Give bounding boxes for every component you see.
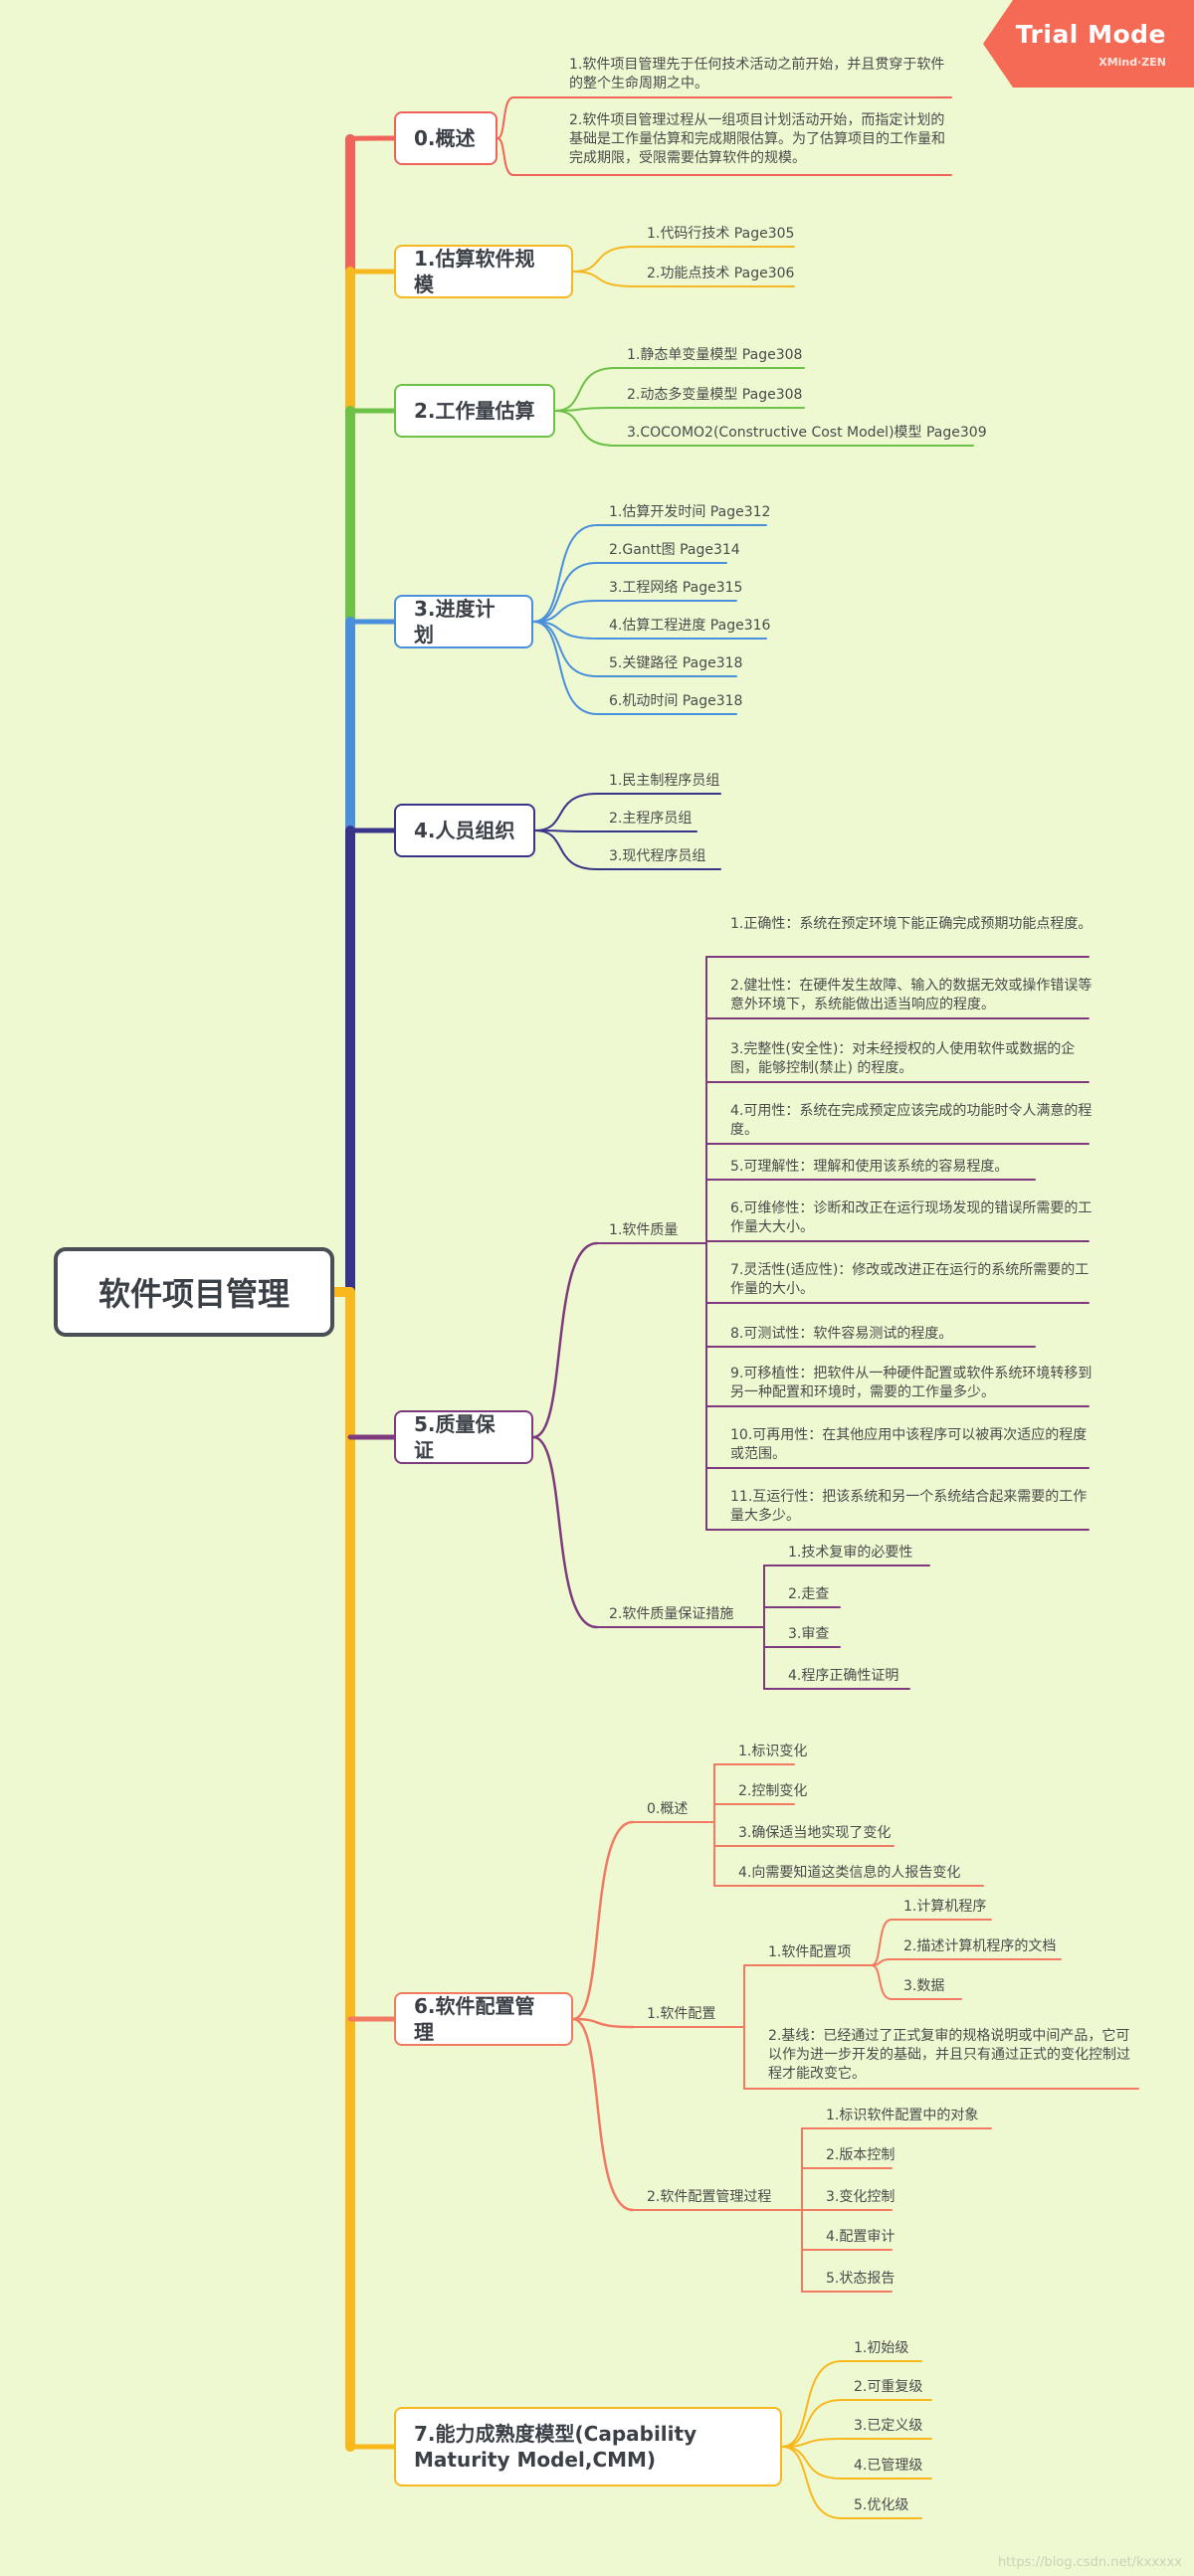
leaf-topic[interactable]: 3.现代程序员组 bbox=[609, 848, 706, 864]
config-overview-item[interactable]: 2.控制变化 bbox=[738, 1783, 808, 1799]
branch-topic-2[interactable]: 2.工作量估算 bbox=[394, 384, 555, 438]
config-process-step[interactable]: 3.变化控制 bbox=[826, 2189, 896, 2205]
connector bbox=[497, 96, 514, 139]
watermark: https://blog.csdn.net/kxxxxx bbox=[997, 2555, 1182, 2570]
quality-attribute[interactable]: 3.完整性(安全性)：对未经授权的人使用软件或数据的企图，能够控制(禁止) 的程… bbox=[730, 1041, 1076, 1076]
subtopic-label[interactable]: 0.概述 bbox=[647, 1801, 689, 1817]
leaf-topic[interactable]: 4.估算工程进度 Page316 bbox=[609, 618, 771, 634]
leaf-topic[interactable]: 1.估算开发时间 Page312 bbox=[609, 504, 771, 520]
config-overview-item[interactable]: 1.标识变化 bbox=[738, 1744, 808, 1759]
connector bbox=[532, 524, 598, 623]
config-process-step[interactable]: 5.状态报告 bbox=[826, 2271, 896, 2287]
connector bbox=[532, 621, 598, 677]
connector bbox=[781, 2438, 843, 2448]
config-item[interactable]: 2.描述计算机程序的文档 bbox=[903, 1938, 1057, 1954]
branch-topic-0[interactable]: 0.概述 bbox=[394, 111, 498, 165]
baseline-note[interactable]: 2.基线：已经通过了正式复审的规格说明或中间产品，它可以作为进一步开发的基础，并… bbox=[768, 2028, 1130, 2082]
root-topic[interactable]: 软件项目管理 bbox=[54, 1247, 334, 1337]
connector bbox=[497, 137, 514, 176]
leaf-topic[interactable]: 5.优化级 bbox=[854, 2497, 909, 2513]
branch-topic-3[interactable]: 3.进度计划 bbox=[394, 595, 533, 648]
connector bbox=[571, 1820, 635, 2021]
connector bbox=[781, 2360, 843, 2448]
config-item-group[interactable]: 1.软件配置项 bbox=[768, 1944, 852, 1960]
connector bbox=[554, 410, 616, 447]
config-process-step[interactable]: 4.配置审计 bbox=[826, 2229, 896, 2245]
leaf-topic[interactable]: 1.静态单变量模型 Page308 bbox=[627, 347, 803, 363]
connector bbox=[531, 1435, 599, 1629]
config-overview-item[interactable]: 3.确保适当地实现了变化 bbox=[738, 1825, 892, 1841]
leaf-topic[interactable]: 2.可重复级 bbox=[854, 2379, 923, 2395]
connector bbox=[571, 2017, 635, 2212]
connector bbox=[532, 621, 598, 715]
trial-mode-title: Trial Mode bbox=[1015, 20, 1166, 49]
qa-measure[interactable]: 3.审查 bbox=[788, 1626, 830, 1642]
connector bbox=[781, 2446, 843, 2480]
connector bbox=[781, 2399, 843, 2448]
quality-attribute[interactable]: 6.可维修性：诊断和改正在运行现场发现的错误所需要的工作量大大小。 bbox=[730, 1200, 1093, 1235]
config-item[interactable]: 3.数据 bbox=[903, 1978, 945, 1994]
leaf-topic[interactable]: 3.COCOMO2(Constructive Cost Model)模型 Pag… bbox=[627, 425, 987, 441]
branch-connector bbox=[347, 135, 397, 142]
leaf-topic[interactable]: 6.机动时间 Page318 bbox=[609, 693, 743, 709]
connector bbox=[781, 2446, 843, 2519]
quality-attribute[interactable]: 5.可理解性：理解和使用该系统的容易程度。 bbox=[730, 1159, 1009, 1175]
branch-topic-6[interactable]: 6.软件配置管理 bbox=[394, 1992, 573, 2046]
quality-attribute[interactable]: 9.可移植性：把软件从一种硬件配置或软件系统环境转移到另一种配置和环境时，需要的… bbox=[730, 1366, 1093, 1400]
connector bbox=[871, 1919, 893, 1966]
connector bbox=[531, 1241, 599, 1439]
connector bbox=[532, 600, 598, 623]
config-overview-item[interactable]: 4.向需要知道这类信息的人报告变化 bbox=[738, 1865, 961, 1881]
connector bbox=[532, 562, 598, 623]
connector bbox=[554, 367, 616, 412]
quality-attribute[interactable]: 1.正确性：系统在预定环境下能正确完成预期功能点程度。 bbox=[730, 916, 1093, 932]
connector bbox=[572, 246, 636, 273]
leaf-topic[interactable]: 2.功能点技术 Page306 bbox=[647, 266, 795, 281]
config-process-step[interactable]: 1.标识软件配置中的对象 bbox=[826, 2108, 979, 2123]
quality-attribute[interactable]: 7.灵活性(适应性)：修改或改进正在运行的系统所需要的工作量的大小。 bbox=[730, 1262, 1090, 1297]
subtopic-label[interactable]: 1.软件质量 bbox=[609, 1222, 679, 1238]
connector bbox=[532, 621, 598, 640]
connector bbox=[871, 1964, 893, 2000]
leaf-topic[interactable]: 2.Gantt图 Page314 bbox=[609, 542, 740, 558]
connector bbox=[534, 793, 598, 831]
leaf-topic[interactable]: 4.已管理级 bbox=[854, 2458, 923, 2474]
trial-mode-badge[interactable]: Trial Mode XMind·ZEN bbox=[983, 0, 1194, 88]
qa-measure[interactable]: 1.技术复审的必要性 bbox=[788, 1545, 913, 1561]
qa-measure[interactable]: 4.程序正确性证明 bbox=[788, 1668, 899, 1684]
branch-topic-5[interactable]: 5.质量保证 bbox=[394, 1410, 533, 1464]
connector bbox=[554, 407, 616, 412]
leaf-topic[interactable]: 1.代码行技术 Page305 bbox=[647, 226, 795, 242]
qa-measure[interactable]: 2.走查 bbox=[788, 1586, 830, 1602]
branch-topic-1[interactable]: 1.估算软件规模 bbox=[394, 245, 573, 298]
quality-attribute[interactable]: 11.互运行性：把该系统和另一个系统结合起来需要的工作量大多少。 bbox=[730, 1489, 1088, 1524]
leaf-topic[interactable]: 2.动态多变量模型 Page308 bbox=[627, 387, 803, 403]
connector bbox=[534, 829, 598, 832]
quality-attribute[interactable]: 2.健壮性：在硬件发生故障、输入的数据无效或操作错误等意外环境下，系统能做出适当… bbox=[730, 978, 1093, 1012]
quality-attribute[interactable]: 4.可用性：系统在完成预定应该完成的功能时令人满意的程度。 bbox=[730, 1103, 1093, 1138]
leaf-topic[interactable]: 5.关键路径 Page318 bbox=[609, 655, 743, 671]
quality-attribute[interactable]: 8.可测试性：软件容易测试的程度。 bbox=[730, 1326, 953, 1342]
subtopic-label[interactable]: 2.软件质量保证措施 bbox=[609, 1606, 734, 1622]
trial-badge-shape bbox=[983, 0, 1194, 88]
leaf-topic[interactable]: 3.已定义级 bbox=[854, 2418, 923, 2434]
config-process-step[interactable]: 2.版本控制 bbox=[826, 2147, 896, 2163]
leaf-topic[interactable]: 3.工程网络 Page315 bbox=[609, 580, 743, 596]
overview-note[interactable]: 1.软件项目管理先于任何技术活动之前开始，并且贯穿于软件的整个生命周期之中。 bbox=[569, 57, 945, 92]
leaf-topic[interactable]: 1.民主制程序员组 bbox=[609, 773, 720, 789]
config-item[interactable]: 1.计算机程序 bbox=[903, 1899, 987, 1915]
leaf-topic[interactable]: 1.初始级 bbox=[854, 2340, 909, 2356]
overview-note[interactable]: 2.软件项目管理过程从一组项目计划活动开始，而指定计划的基础是工作量估算和完成期… bbox=[569, 112, 945, 166]
leaf-topic[interactable]: 2.主程序员组 bbox=[609, 811, 693, 827]
branch-topic-7[interactable]: 7.能力成熟度模型(Capability Maturity Model,CMM) bbox=[394, 2407, 782, 2486]
quality-attribute[interactable]: 10.可再用性：在其他应用中该程序可以被再次适应的程度或范围。 bbox=[730, 1427, 1088, 1462]
connector bbox=[571, 2017, 635, 2029]
trial-mode-subtitle: XMind·ZEN bbox=[1098, 56, 1166, 69]
subtopic-label[interactable]: 1.软件配置 bbox=[647, 2006, 716, 2022]
connector bbox=[572, 271, 636, 287]
connector bbox=[534, 829, 598, 870]
subtopic-label[interactable]: 2.软件配置管理过程 bbox=[647, 2189, 772, 2205]
branch-topic-4[interactable]: 4.人员组织 bbox=[394, 804, 535, 857]
